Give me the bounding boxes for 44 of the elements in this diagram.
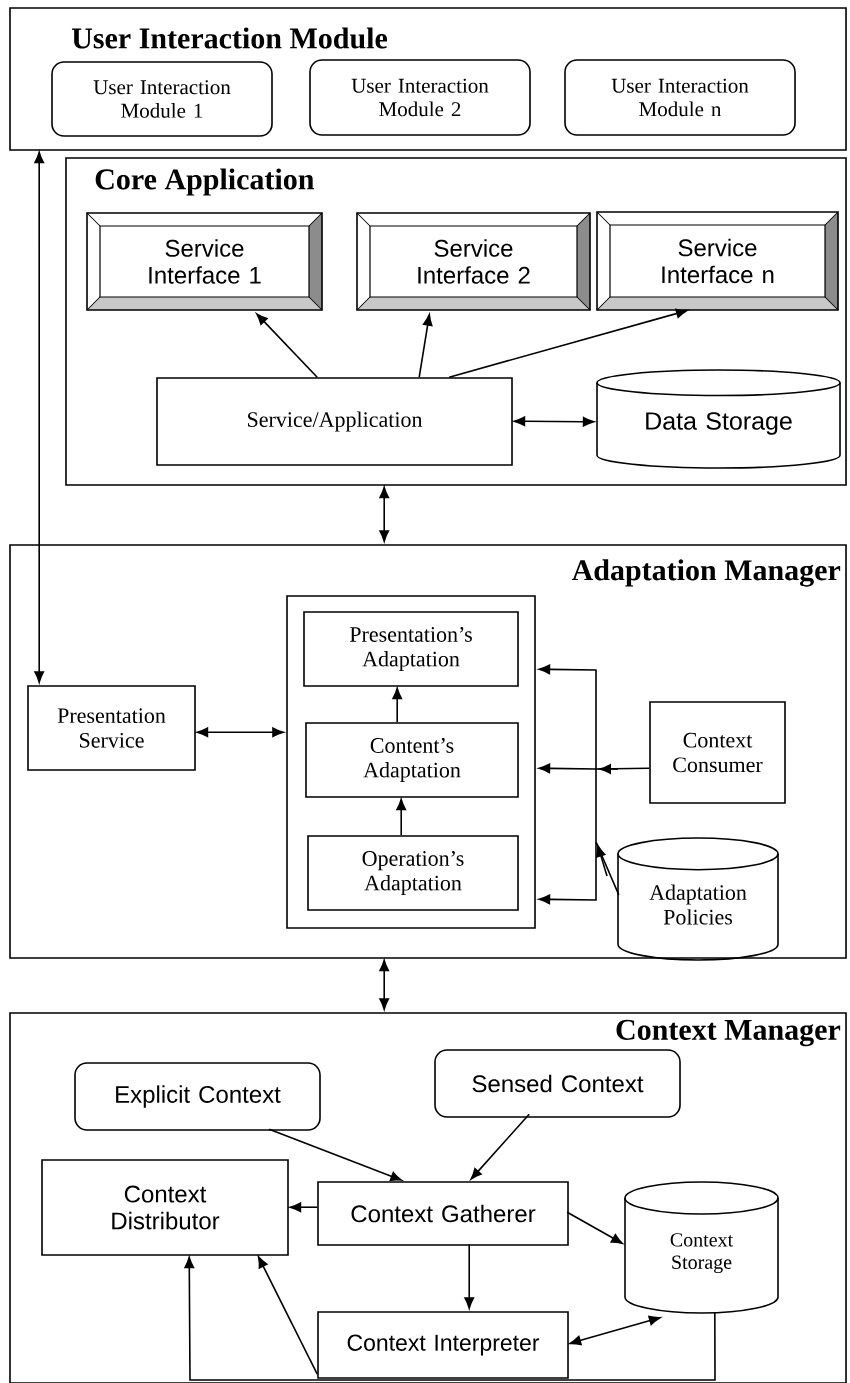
rounded-box: User Interaction Module 2: [309, 59, 531, 136]
arrow: [379, 959, 390, 1010]
process-box: Presentation’s Adaptation: [303, 611, 519, 687]
process-box: Context Distributor: [41, 1159, 289, 1256]
node-label: Context Storage: [670, 1233, 734, 1274]
node-label: Data Storage: [646, 412, 792, 435]
rounded-box: User Interaction Module 1: [51, 61, 273, 137]
arrow: [268, 1128, 403, 1182]
process-box: Operation’s Adaptation: [307, 835, 519, 911]
arrow: [196, 727, 284, 738]
process-box: Content’s Adaptation: [305, 722, 519, 798]
rounded-box: Explicit Context: [74, 1062, 321, 1131]
arrow: [448, 308, 688, 378]
group-box: [286, 595, 536, 929]
process-box: Context Consumer: [649, 701, 786, 804]
arrow: [464, 1243, 475, 1309]
arrow: [34, 151, 45, 683]
storage-cylinder: Context Storage: [624, 1181, 779, 1314]
arrow: [289, 1202, 318, 1213]
arrow: [256, 313, 318, 378]
storage-cylinder: Data Storage: [596, 369, 841, 469]
process-box: Context Gatherer: [317, 1181, 569, 1246]
branching-arrow: [538, 664, 620, 905]
arrow: [566, 1211, 623, 1245]
arrow: [569, 1315, 661, 1346]
process-box: Presentation Service: [27, 685, 196, 771]
interface-box: Service Interface 1: [86, 212, 323, 311]
arrow: [184, 1256, 716, 1381]
arrow: [396, 798, 407, 836]
process-box: Service/Application: [156, 377, 513, 466]
rounded-box: User Interaction Module n: [564, 59, 796, 136]
arrow: [379, 486, 390, 542]
interface-box: Service Interface n: [596, 211, 839, 311]
rounded-box: Sensed Context: [434, 1049, 681, 1118]
arrow: [513, 416, 595, 427]
arrow: [470, 1113, 530, 1180]
arrow: [418, 314, 433, 378]
arrow: [538, 763, 650, 774]
interface-box: Service Interface 2: [356, 212, 591, 311]
storage-cylinder: Adaptation Policies: [617, 837, 779, 961]
process-box: Context Interpreter: [317, 1311, 569, 1379]
node-label: Adaptation Policies: [649, 884, 747, 925]
arrow: [257, 1256, 318, 1375]
arrow: [392, 687, 403, 723]
